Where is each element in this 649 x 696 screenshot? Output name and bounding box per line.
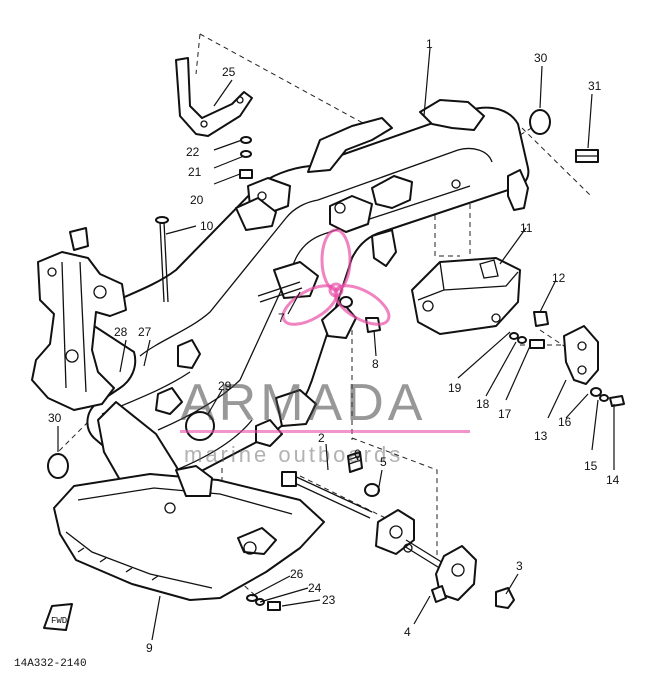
callout-8: 8 [372, 357, 379, 371]
callout-22: 22 [186, 145, 200, 159]
callout-11: 11 [520, 221, 533, 235]
engine-mount-assembly [281, 451, 515, 609]
lower-frame-skid [53, 401, 325, 601]
callout-12: 12 [552, 271, 566, 285]
part-11-battery-box [411, 257, 521, 335]
callout-1: 1 [426, 37, 433, 51]
callout-17: 17 [498, 407, 512, 421]
callout-30-top: 30 [534, 51, 548, 65]
frame-brackets [155, 261, 357, 497]
callout-29: 29 [218, 379, 232, 393]
callout-31: 31 [588, 79, 602, 93]
watermark-rule [180, 430, 470, 433]
callout-5: 5 [380, 455, 387, 469]
callout-labels: 1 2 3 4 5 6 7 8 9 10 11 12 13 14 15 16 1… [48, 37, 620, 655]
callout-28: 28 [114, 325, 128, 339]
callout-25: 25 [222, 65, 236, 79]
callout-9: 9 [146, 641, 153, 655]
callout-13: 13 [534, 429, 548, 443]
callout-21: 21 [188, 165, 202, 179]
callout-6: 6 [354, 447, 361, 461]
callout-4: 4 [404, 625, 411, 639]
watermark-propeller-logo [281, 228, 391, 326]
fwd-label: FWD [51, 616, 67, 626]
callout-7: 7 [278, 311, 285, 325]
watermark-brand: ARMADA [180, 374, 426, 432]
watermark-tagline: marine outboards [184, 442, 403, 467]
callout-10: 10 [200, 219, 214, 233]
drawing-code: 14A332-2140 [14, 658, 87, 670]
callout-3: 3 [516, 559, 523, 573]
callout-30-left: 30 [48, 411, 62, 425]
callout-27: 27 [138, 325, 152, 339]
fwd-arrow-tag: FWD [43, 603, 73, 631]
callout-26: 26 [290, 567, 304, 581]
callout-18: 18 [476, 397, 490, 411]
watermark: ARMADA marine outboards [180, 228, 470, 467]
hardware-23-26 [246, 594, 281, 611]
callout-23: 23 [322, 593, 336, 607]
callout-2: 2 [318, 431, 325, 445]
part-25-bracket [175, 57, 253, 137]
callout-16: 16 [558, 415, 572, 429]
callout-20: 20 [190, 193, 204, 207]
part-13-bracket [509, 325, 625, 407]
callout-24: 24 [308, 581, 322, 595]
callout-leaders [57, 47, 615, 641]
callout-15: 15 [584, 459, 598, 473]
callout-19: 19 [448, 381, 462, 395]
callout-14: 14 [606, 473, 620, 487]
bolt-stack-20-22 [239, 136, 253, 179]
part-10-bolt [155, 216, 169, 303]
head-pipe-assembly [31, 227, 127, 411]
